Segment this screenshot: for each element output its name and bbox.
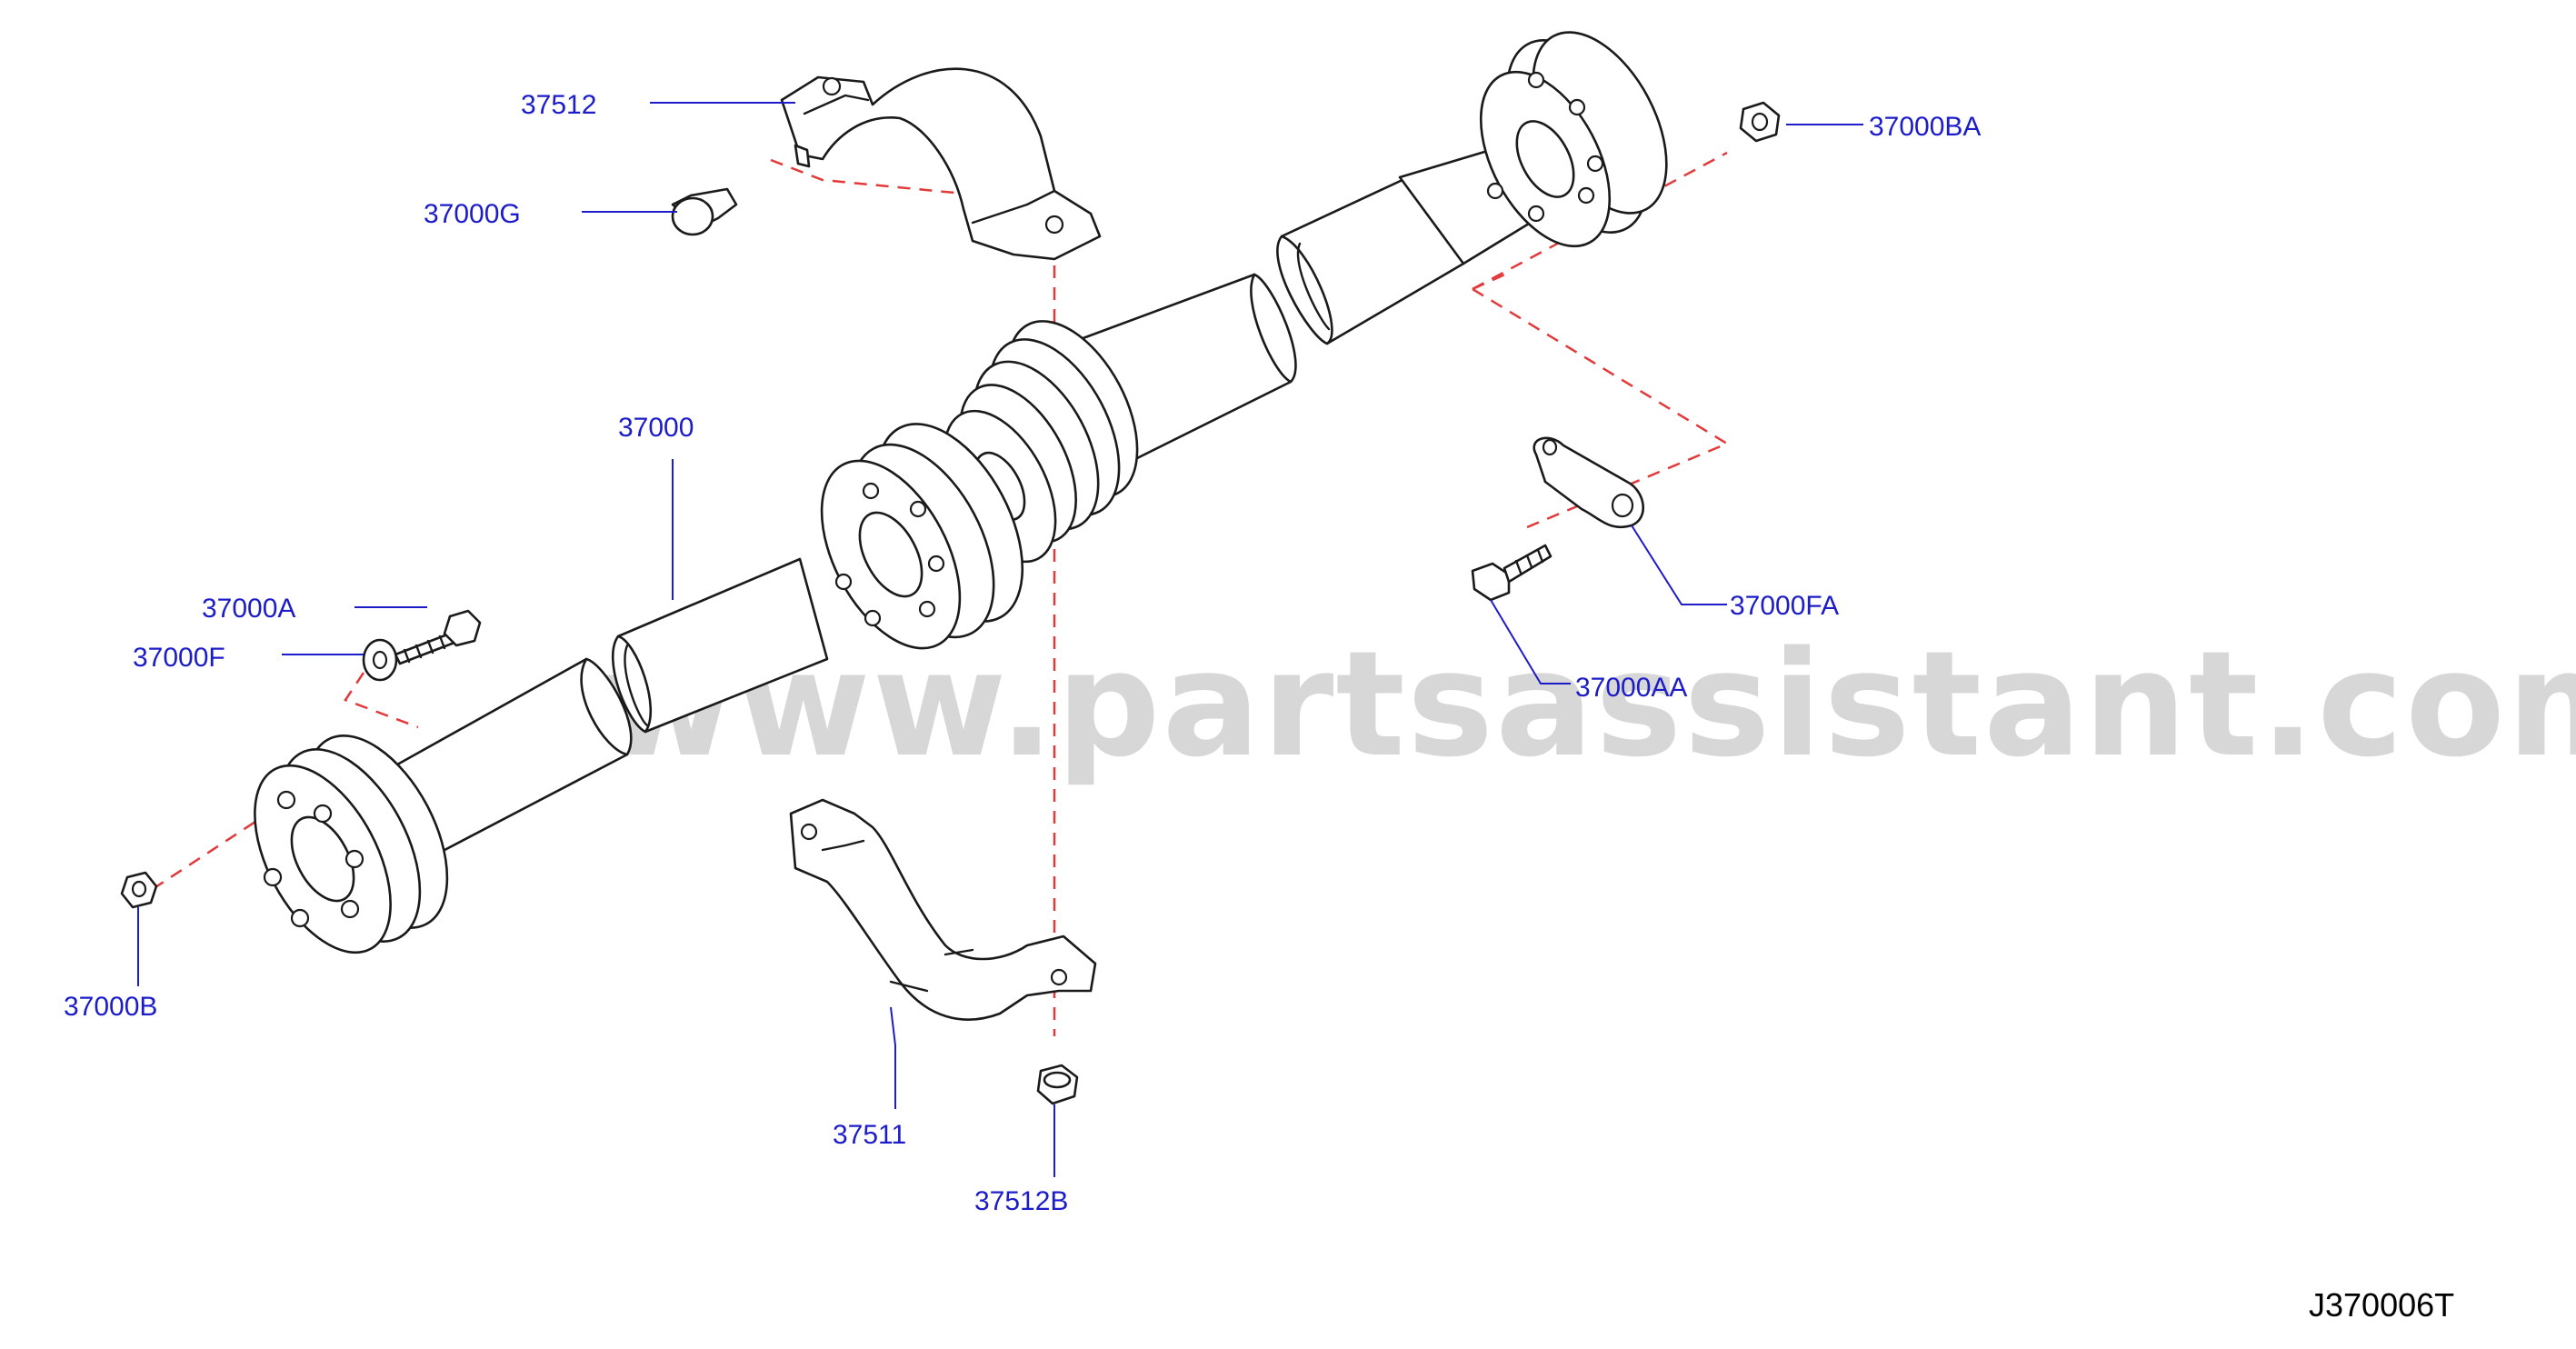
front-flange [254, 734, 449, 954]
label-37000A[interactable]: 37000A [202, 594, 295, 624]
washer-37000F[interactable] [362, 638, 398, 682]
front-shaft-tube [611, 557, 829, 734]
rear-shaft-tube [1276, 171, 1465, 345]
rear-flange-joint [1398, 31, 1668, 265]
upper-bracket[interactable] [780, 67, 1102, 261]
leader-lines [137, 102, 1863, 1177]
nut-37000BA[interactable] [1739, 101, 1781, 143]
diagram-code: J370006T [2309, 1286, 2454, 1324]
label-37512[interactable]: 37512 [521, 90, 596, 120]
nut-37512B[interactable] [1036, 1064, 1079, 1105]
part-labels: 37512 37000G 37000 37000A 37000F 37000B … [64, 90, 1981, 1216]
label-37000G[interactable]: 37000G [424, 199, 521, 229]
label-37000B[interactable]: 37000B [64, 992, 157, 1022]
label-37512B[interactable]: 37512B [974, 1186, 1068, 1216]
label-37511[interactable]: 37511 [833, 1120, 906, 1150]
label-37000[interactable]: 37000 [618, 413, 694, 443]
lower-bracket[interactable] [789, 798, 1097, 1021]
label-37000F[interactable]: 37000F [133, 643, 225, 673]
label-37000AA[interactable]: 37000AA [1575, 673, 1687, 703]
label-37000FA[interactable]: 37000FA [1730, 591, 1839, 621]
watermark-text: www.partsassistant.com [600, 619, 2576, 789]
lock-plate-37000FA[interactable] [1533, 436, 1645, 529]
bolt-37000A[interactable] [394, 609, 482, 665]
clip-37000G[interactable] [671, 187, 738, 236]
label-37000BA[interactable]: 37000BA [1869, 112, 1981, 142]
middle-flange-joint [820, 423, 1024, 650]
nut-37000B[interactable] [120, 871, 158, 909]
propeller-shaft-assembly[interactable] [226, 10, 1693, 974]
bolt-37000AA[interactable] [1471, 544, 1553, 602]
